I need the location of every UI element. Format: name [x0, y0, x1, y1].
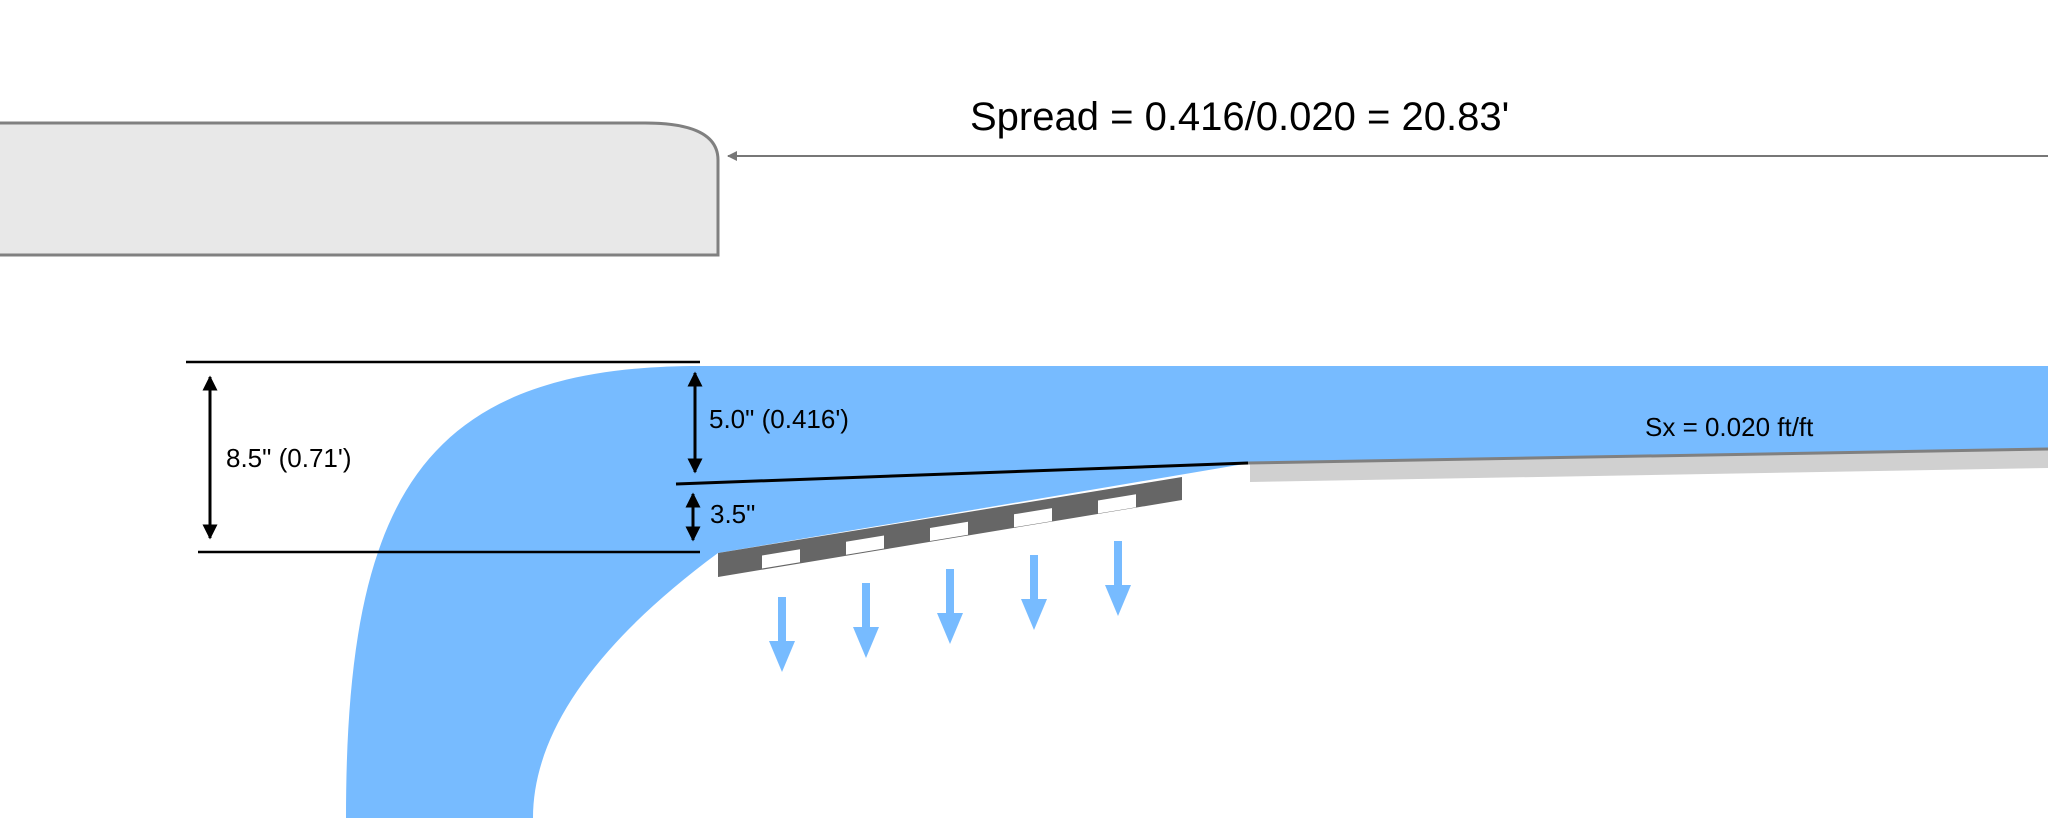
grate-opening [762, 549, 800, 569]
pavement-surface-line [1247, 447, 2048, 465]
flow-arrow [1105, 541, 1131, 616]
flow-arrow [937, 569, 963, 644]
pavement-shadow [1250, 449, 2048, 482]
depression-label: 3.5" [710, 499, 755, 529]
gutter-depth-label: 5.0" (0.416') [709, 404, 849, 434]
depressed-gutter-line [675, 461, 1249, 486]
flow-arrow [769, 597, 795, 672]
inlet-grate [718, 477, 1182, 577]
flow-arrow [853, 583, 879, 658]
grate-opening [930, 521, 968, 541]
total-depth-label: 8.5" (0.71') [226, 443, 351, 473]
cross-slope-label: Sx = 0.020 ft/ft [1645, 412, 1814, 442]
grate-opening [846, 535, 884, 555]
grate-opening [1098, 494, 1136, 514]
flow-arrow [1021, 555, 1047, 630]
spread-label: Spread = 0.416/0.020 = 20.83' [970, 95, 1509, 139]
grate-opening [1014, 508, 1052, 528]
flow-arrows [769, 541, 1131, 672]
curb-shape [0, 121, 720, 257]
